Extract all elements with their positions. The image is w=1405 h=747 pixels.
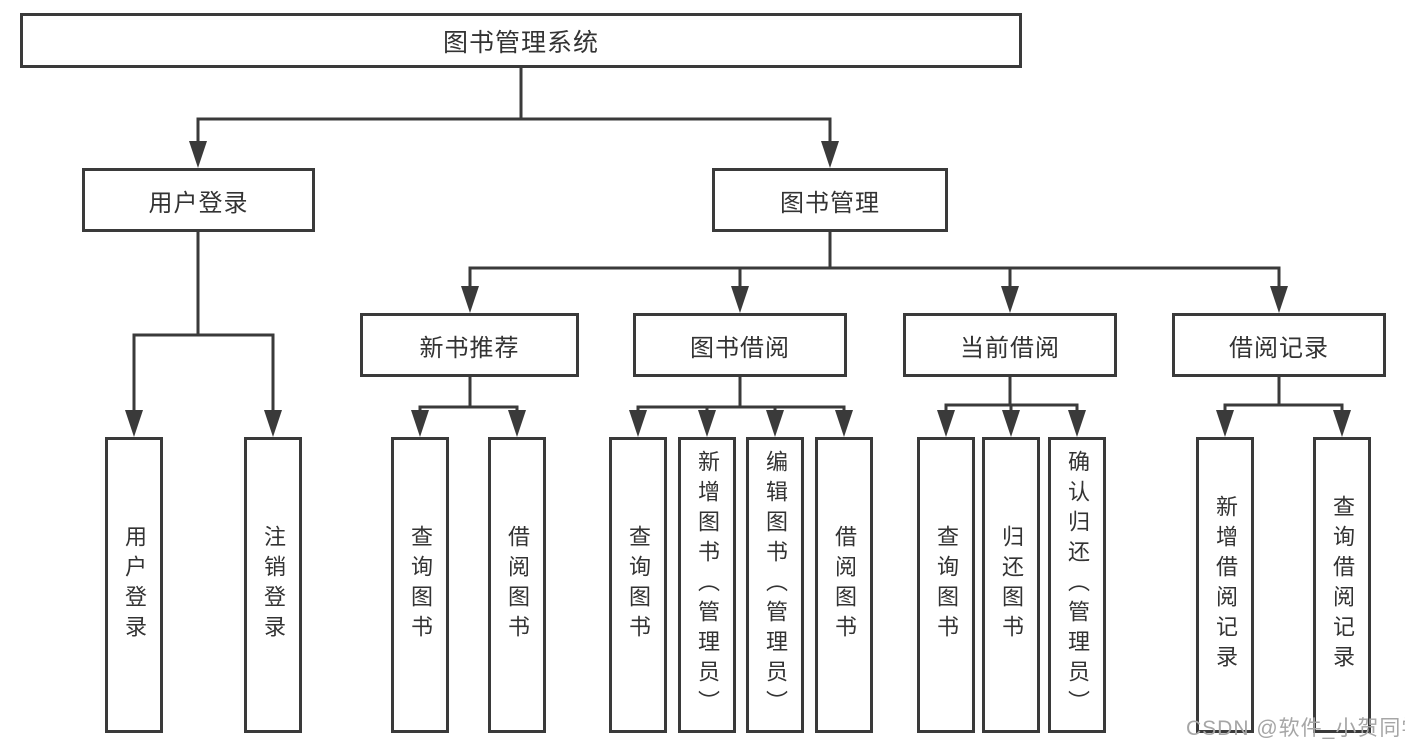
node-current-borrowing: 当前借阅 [903,313,1117,377]
leaf-borrow-books-recommend: 借阅图书 [488,437,546,733]
node-label: 图书管理 [780,189,880,217]
node-label: 图书借阅 [690,334,790,362]
node-label: 注销登录 [261,525,286,645]
leaf-borrow-books: 借阅图书 [815,437,873,733]
node-borrowing-records: 借阅记录 [1172,313,1386,377]
node-label: 用户登录 [148,189,249,217]
arrowhead-icons [125,141,1351,437]
node-label: 借阅记录 [1229,334,1329,362]
node-label: 查询借阅记录 [1330,495,1355,675]
node-label: 确认归还（管理员） [1065,450,1090,720]
leaf-query-borrow-record: 查询借阅记录 [1313,437,1371,733]
leaf-query-books-recommend: 查询图书 [391,437,449,733]
node-label: 编辑图书（管理员） [763,450,788,720]
leaf-confirm-return-admin: 确认归还（管理员） [1048,437,1106,733]
node-label: 归还图书 [999,525,1024,645]
node-library-management-system: 图书管理系统 [20,13,1022,68]
node-label: 借阅图书 [832,525,857,645]
leaf-edit-book-admin: 编辑图书（管理员） [746,437,804,733]
csdn-watermark: CSDN @软件_小贺同学 [1186,717,1405,740]
node-label: 用户登录 [122,525,147,645]
node-label: 新增图书（管理员） [695,450,720,720]
node-label: 借阅图书 [505,525,530,645]
node-label: 查询图书 [934,525,959,645]
node-label: 新增借阅记录 [1213,495,1238,675]
node-label: 图书管理系统 [442,28,599,57]
leaf-add-book-admin: 新增图书（管理员） [678,437,736,733]
node-label: 新书推荐 [419,334,520,362]
leaf-return-book: 归还图书 [982,437,1040,733]
leaf-query-books-borrow: 查询图书 [609,437,667,733]
node-label: 查询图书 [408,525,433,645]
leaf-add-borrow-record: 新增借阅记录 [1196,437,1254,733]
node-book-management: 图书管理 [712,168,948,232]
node-label: 查询图书 [626,525,651,645]
node-book-borrowing: 图书借阅 [633,313,847,377]
node-user-login: 用户登录 [82,168,315,232]
leaf-user-login: 用户登录 [105,437,163,733]
node-label: 当前借阅 [960,334,1060,362]
leaf-query-books-current: 查询图书 [917,437,975,733]
node-new-book-recommendation: 新书推荐 [360,313,579,377]
leaf-logout: 注销登录 [244,437,302,733]
